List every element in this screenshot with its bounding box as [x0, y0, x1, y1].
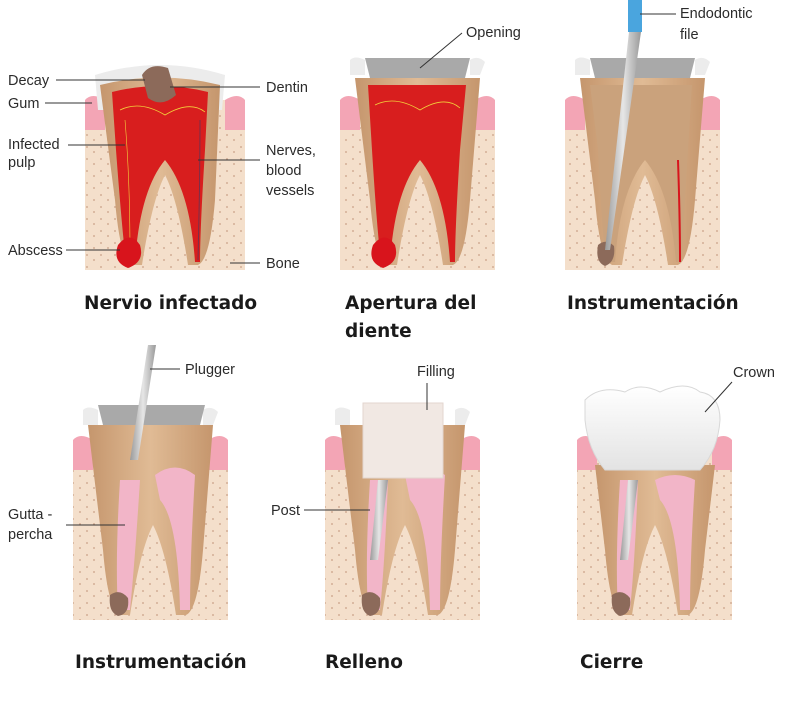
label-post: Post [271, 503, 300, 519]
label-abscess: Abscess [8, 243, 63, 259]
panel-title: Instrumentación [567, 293, 739, 314]
panel-title: Relleno [325, 652, 403, 673]
tooth-illustration [325, 403, 480, 620]
label-nerves-line1: Nerves, [266, 143, 316, 159]
panel-title: Nervio infectado [84, 293, 257, 314]
tooth-illustration [340, 58, 495, 271]
panel-apertura-del-diente: Opening Apertura del diente [340, 25, 521, 342]
label-infected-pulp-line1: Infected [8, 137, 60, 153]
panel-instrumentacion-2: Plugger Gutta - percha Instrumentación [8, 345, 247, 673]
panel-title-line2: diente [345, 321, 412, 342]
label-nerves-line2: blood [266, 163, 301, 179]
opening-cavity [365, 58, 470, 78]
crown [585, 386, 720, 470]
panel-nervio-infectado: Decay Gum Infected pulp Abscess Dentin N… [8, 65, 316, 314]
label-file-line2: file [680, 27, 699, 43]
label-opening: Opening [466, 25, 521, 41]
tooth-illustration [73, 345, 228, 620]
label-bone: Bone [266, 256, 300, 272]
label-decay: Decay [8, 73, 50, 89]
label-plugger: Plugger [185, 362, 235, 378]
panel-title: Cierre [580, 652, 643, 673]
panel-title-line1: Apertura del [345, 293, 476, 314]
label-gutta-line1: Gutta - [8, 507, 52, 523]
label-file-line1: Endodontic [680, 6, 753, 22]
label-gum: Gum [8, 96, 39, 112]
label-infected-pulp-line2: pulp [8, 155, 35, 171]
panel-relleno: Filling Post Relleno [271, 364, 480, 673]
filling-block [363, 403, 443, 478]
tooth-illustration [577, 386, 732, 620]
panel-title: Instrumentación [75, 652, 247, 673]
label-dentin: Dentin [266, 80, 308, 96]
label-crown: Crown [733, 365, 775, 381]
label-nerves-line3: vessels [266, 183, 314, 199]
tooth-illustration [85, 65, 245, 270]
label-filling: Filling [417, 364, 455, 380]
panel-cierre: Crown Cierre [577, 365, 775, 673]
panel-instrumentacion-1: Endodontic file Instrumentación [565, 0, 753, 314]
label-gutta-line2: percha [8, 527, 53, 543]
